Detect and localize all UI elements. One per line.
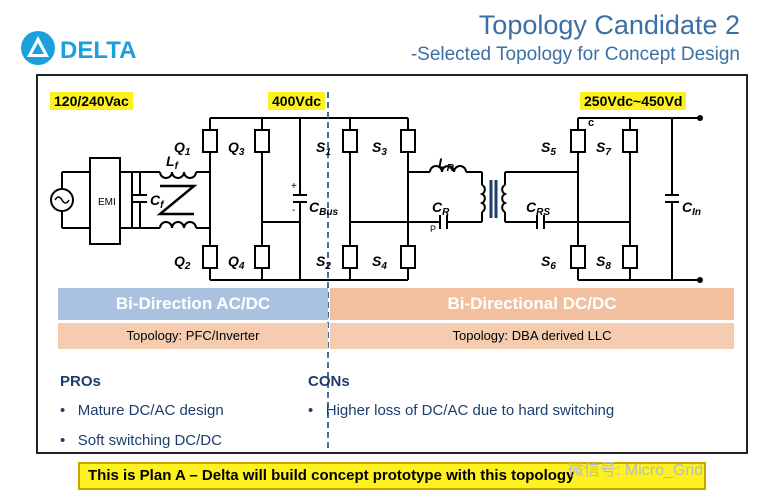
watermark: 微信号: Micro_Grid <box>568 462 704 479</box>
svg-text:LR: LR <box>438 155 455 174</box>
bus-voltage-label: 400Vdc <box>268 92 326 110</box>
svg-text:CIn: CIn <box>682 199 701 218</box>
dcdc-topology-label: Topology: DBA derived LLC <box>330 323 734 349</box>
page-title: Topology Candidate 2 <box>478 10 740 40</box>
pros-heading: PROs <box>60 373 101 390</box>
svg-text:S1: S1 <box>316 139 331 158</box>
svg-text:c: c <box>588 117 594 129</box>
svg-text:S4: S4 <box>372 253 387 272</box>
svg-text:S7: S7 <box>596 139 611 158</box>
svg-text:Q2: Q2 <box>174 253 191 272</box>
emi-label: EMI <box>98 197 116 208</box>
plan-banner: This is Plan A – Delta will build concep… <box>78 462 706 490</box>
svg-text:S3: S3 <box>372 139 387 158</box>
svg-text:-: - <box>292 205 295 216</box>
ac-voltage-label: 120/240Vac <box>50 92 133 110</box>
delta-logo: DELTA <box>20 28 150 68</box>
acdc-topology-label: Topology: PFC/Inverter <box>58 323 328 349</box>
page-subtitle: -Selected Topology for Concept Design <box>410 44 740 65</box>
svg-text:Q3: Q3 <box>228 139 245 158</box>
acdc-section-bar: Bi-Direction AC/DC <box>58 288 328 320</box>
logo-text: DELTA <box>60 37 136 64</box>
output-voltage-label: 250Vdc~450Vd <box>580 92 687 110</box>
cons-item: • Higher loss of DC/AC due to hard switc… <box>308 402 615 419</box>
svg-text:S2: S2 <box>316 253 331 272</box>
pros-item: • Mature DC/AC design <box>60 402 224 419</box>
svg-text:Q4: Q4 <box>228 253 245 272</box>
dcdc-section-bar: Bi-Directional DC/DC <box>330 288 734 320</box>
svg-text:CR: CR <box>432 199 450 218</box>
svg-text:Cf: Cf <box>150 192 165 211</box>
svg-text:P: P <box>430 224 436 234</box>
svg-text:S6: S6 <box>541 253 556 272</box>
svg-text:+: + <box>291 181 297 192</box>
svg-text:Q1: Q1 <box>174 139 191 158</box>
cons-heading: CONs <box>308 373 350 390</box>
svg-text:CRS: CRS <box>526 199 550 218</box>
svg-text:S8: S8 <box>596 253 611 272</box>
svg-text:S5: S5 <box>541 139 556 158</box>
pros-item: • Soft switching DC/DC <box>60 432 222 449</box>
diagram-frame <box>36 74 748 454</box>
svg-text:CBus: CBus <box>309 199 338 218</box>
svg-text:Lf: Lf <box>166 153 180 172</box>
